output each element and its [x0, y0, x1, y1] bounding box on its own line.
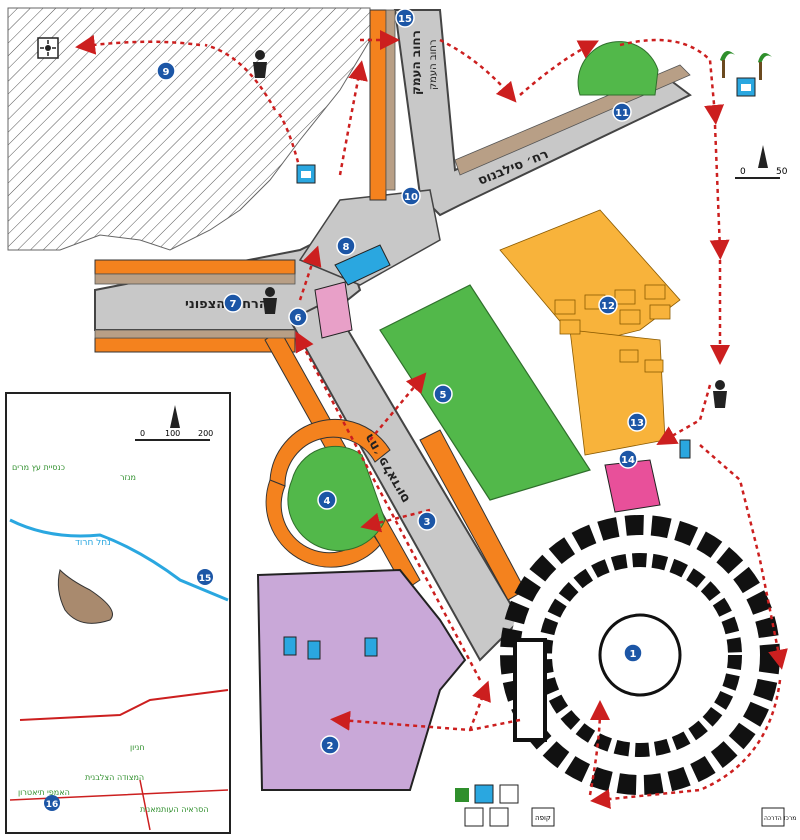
site-marker-15 — [395, 8, 415, 28]
site-marker-label-11: 11 — [615, 108, 629, 119]
inset-parking: חניון — [130, 743, 145, 752]
inset-scale-200: 200 — [198, 429, 213, 438]
walker-icon — [253, 50, 267, 78]
site-marker-1 — [623, 643, 643, 663]
lilac-palace-area — [256, 568, 467, 791]
viewpoint-icon — [37, 37, 59, 59]
site-marker-label-2: 2 — [327, 741, 334, 752]
walker-icon-3 — [263, 287, 277, 314]
inset-church: כנסיית עץ מרים — [12, 463, 65, 472]
site-marker-label-1: 1 — [630, 649, 637, 660]
legend-icons — [455, 784, 785, 827]
site-marker-label-7: 7 — [230, 299, 237, 310]
site-marker-11 — [612, 102, 632, 122]
tel-hatched-area — [7, 7, 371, 251]
inset-stream: נחל חרוד — [75, 538, 111, 548]
inset-saraya: הסראיה העותמאנית — [140, 805, 209, 814]
site-marker-label-3: 3 — [424, 517, 431, 528]
site-marker-label-13: 13 — [630, 418, 644, 429]
site-marker-14 — [618, 449, 638, 469]
site-marker-7 — [223, 293, 243, 313]
site-marker-3 — [417, 511, 437, 531]
palace-pools — [283, 636, 378, 660]
walking-path — [75, 30, 788, 809]
main-scale: 0 50 — [735, 145, 788, 179]
site-marker-label-4: 4 — [324, 496, 331, 507]
site-marker-10 — [401, 186, 421, 206]
green-hill — [577, 41, 659, 96]
cafe-icon-2 — [736, 77, 756, 97]
blue-pool-small — [679, 439, 691, 459]
inset-marker-15: 15 — [199, 574, 212, 584]
scale-fifty-label: 50 — [776, 167, 788, 177]
legend-guide: מרכז הדרכה — [764, 815, 796, 822]
site-marker-9 — [156, 61, 176, 81]
pink-building-14 — [604, 459, 661, 513]
site-marker-label-5: 5 — [440, 390, 447, 401]
site-marker-label-12: 12 — [601, 301, 615, 312]
blue-pool-8 — [334, 244, 391, 286]
site-marker-label-6: 6 — [295, 313, 302, 324]
palm-tree-icon — [720, 51, 772, 80]
scale-zero-label: 0 — [740, 167, 746, 177]
site-marker-8 — [336, 236, 356, 256]
walker-icon-2 — [713, 380, 727, 408]
site-marker-label-14: 14 — [621, 455, 635, 466]
site-marker-2 — [320, 735, 340, 755]
pink-gate-6 — [314, 281, 353, 339]
inset-scale-zero: 0 — [140, 429, 145, 438]
inset-crusader-fort: המצודה הצלבנית — [85, 773, 144, 782]
site-marker-label-8: 8 — [343, 242, 350, 253]
site-marker-label-9: 9 — [163, 67, 170, 78]
site-marker-13 — [627, 412, 647, 432]
legend-kiosk: קופה — [535, 814, 551, 822]
inset-amphitheater: האמפי תיאטרון — [18, 788, 70, 797]
street-label-valley-2: רחוב העמק — [428, 39, 439, 90]
inset-monastery: מנזר — [120, 473, 136, 482]
site-marker-5 — [433, 384, 453, 404]
site-marker-6 — [288, 307, 308, 327]
inset-marker-16: 16 — [46, 800, 59, 810]
site-marker-label-15: 15 — [398, 14, 412, 25]
site-marker-4 — [317, 490, 337, 510]
site-marker-12 — [598, 295, 618, 315]
inset-scale-100: 100 — [165, 429, 180, 438]
cafe-icon — [296, 164, 316, 184]
site-marker-label-10: 10 — [404, 192, 418, 203]
street-label-valley-1: רחוב העמק — [409, 30, 423, 95]
forum-green-area — [379, 284, 591, 501]
inset-map: 0 100 200 נחל חרוד כנסיית עץ מרים מנזר ח… — [5, 392, 231, 834]
